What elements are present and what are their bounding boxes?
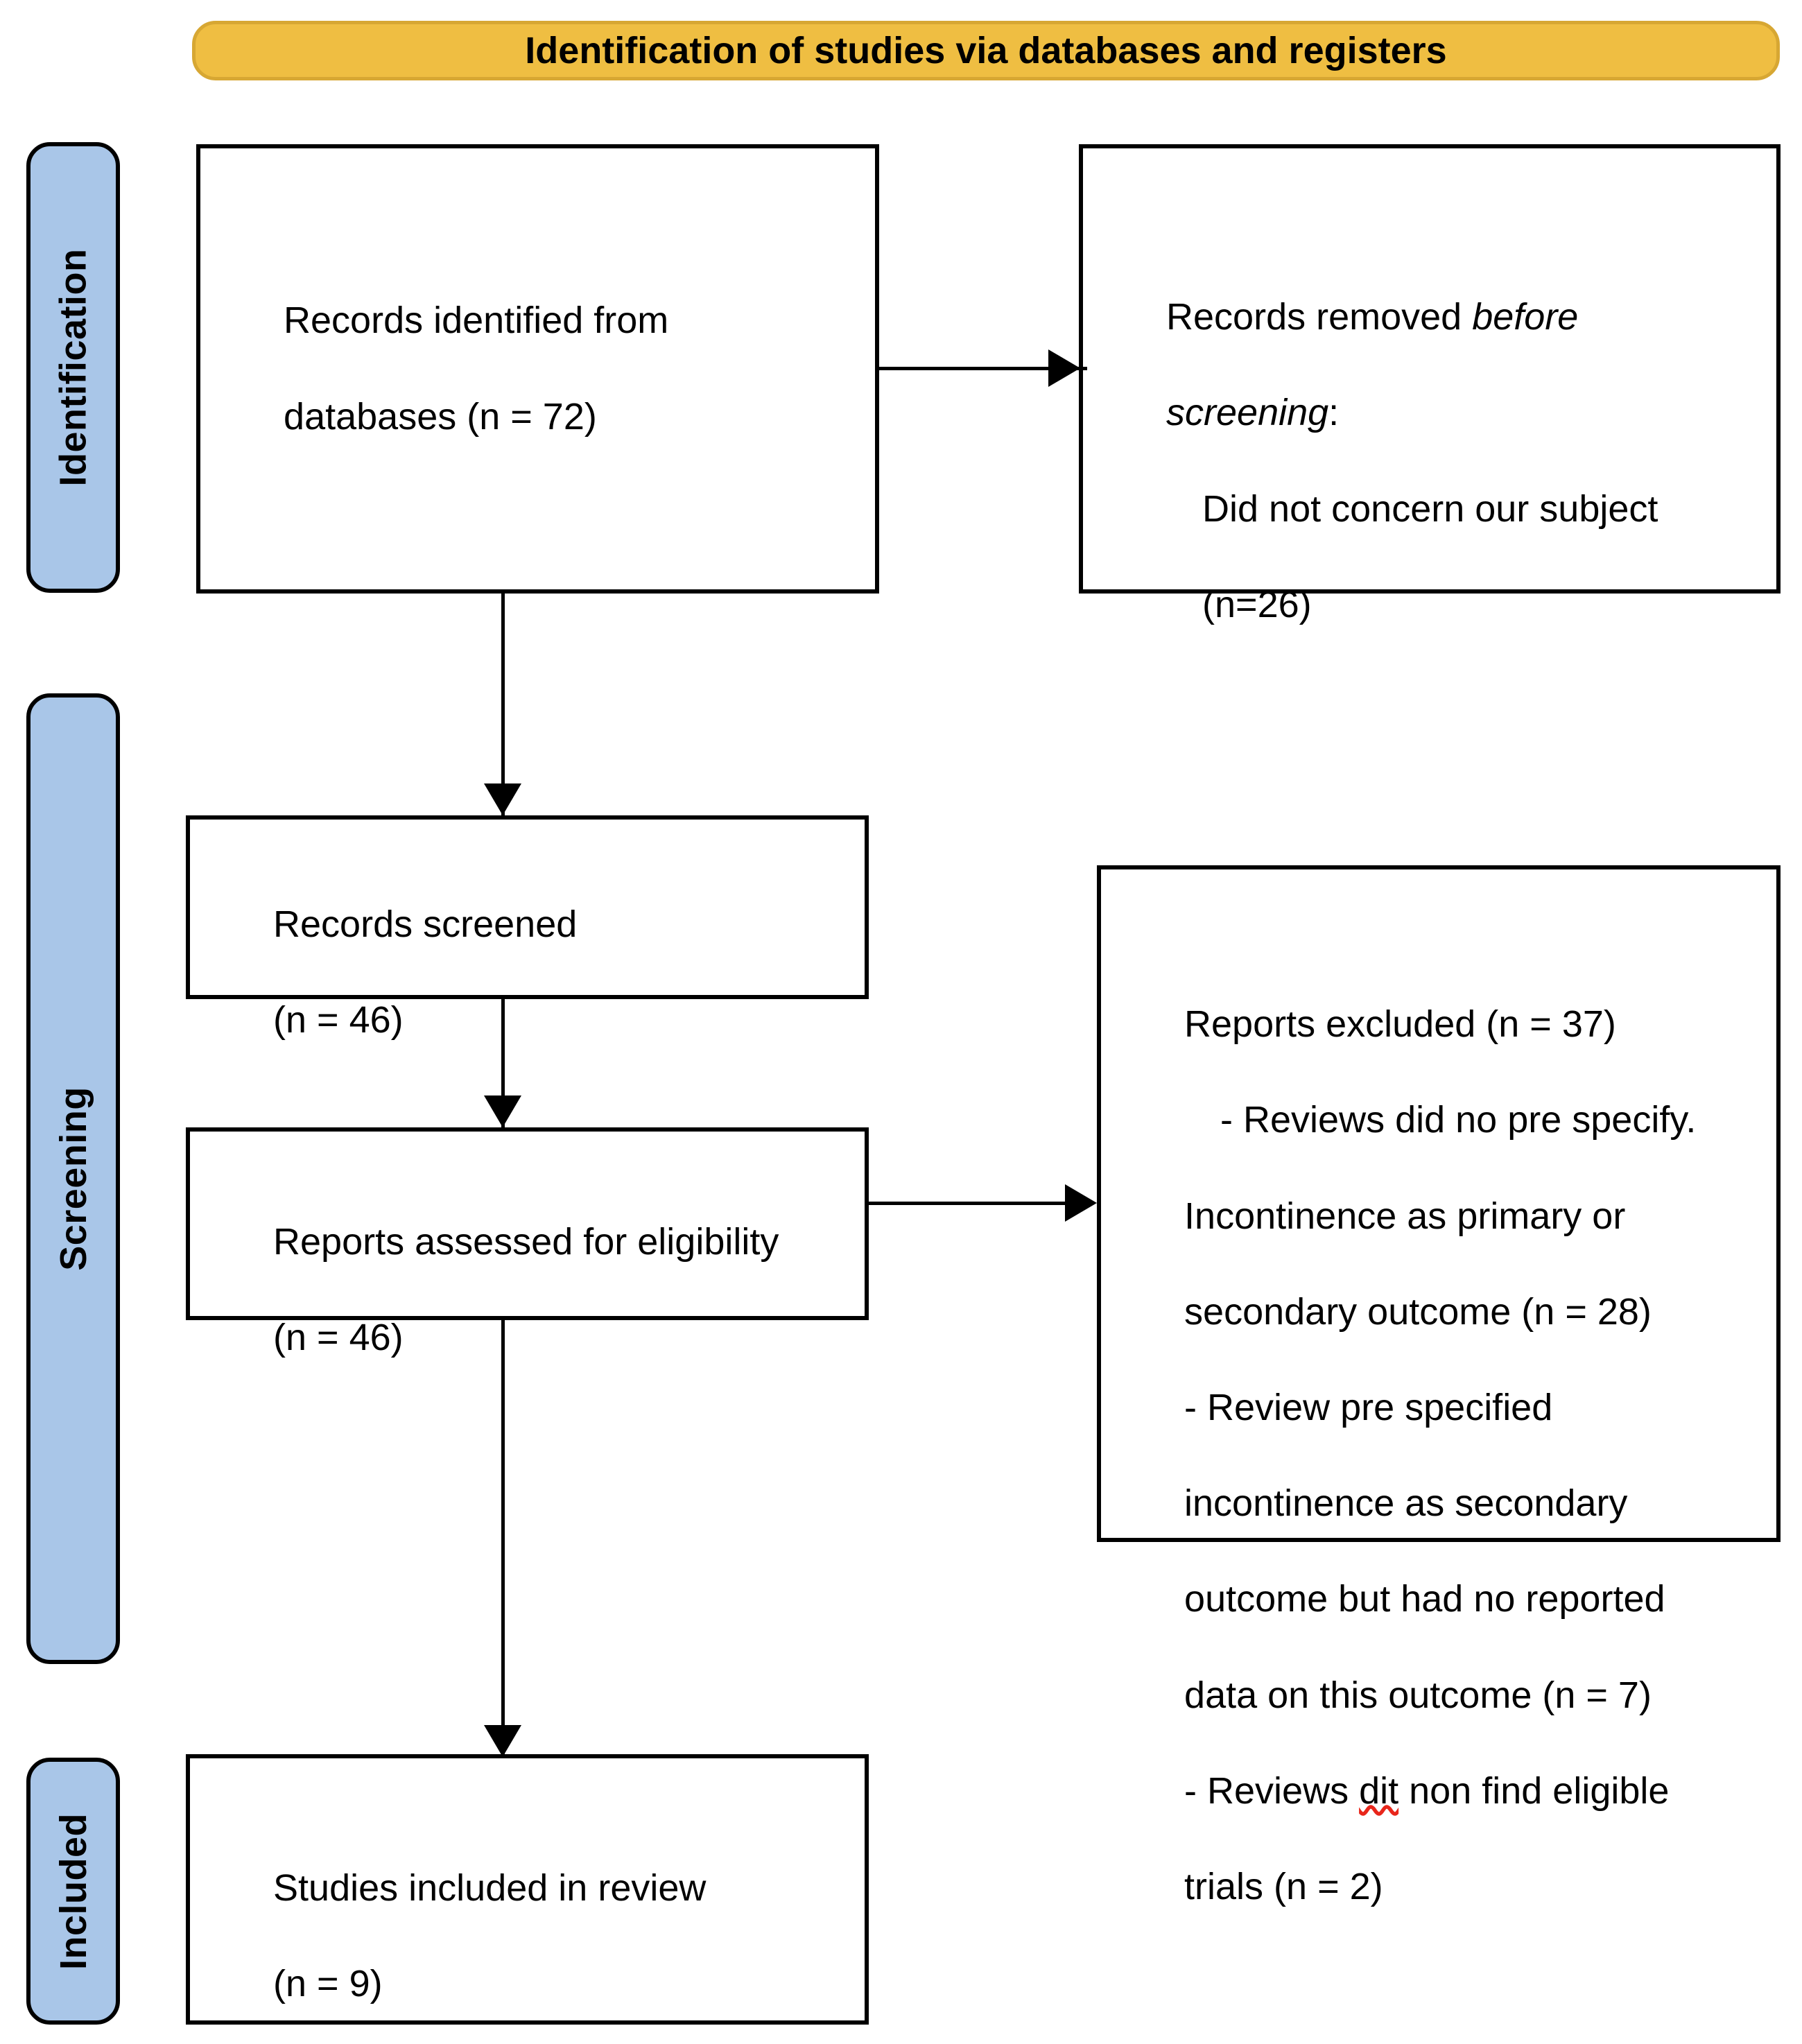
stage-tab-included: Included [26, 1758, 120, 2025]
reports-excluded-reason3-suffix: non find eligible [1398, 1769, 1670, 1812]
box-records-removed-text: Records removed before screening: Did no… [1083, 245, 1679, 677]
phase-banner-identification-databases: Identification of studies via databases … [192, 21, 1780, 80]
connector-assessed-to-excluded [869, 1202, 1077, 1205]
reports-excluded-reason2-line2: incontinence as secondary [1184, 1482, 1628, 1525]
records-identified-line1: Records identified from [284, 300, 669, 342]
box-studies-included: Studies included in review (n = 9) [186, 1754, 869, 2025]
records-screened-line1: Records screened [273, 903, 578, 946]
stage-tab-screening-label: Screening [52, 1086, 94, 1271]
arrow-identified-to-removed [1048, 349, 1080, 387]
connector-screened-to-assessed [501, 999, 505, 1127]
records-removed-italic-screening: screening [1166, 392, 1329, 434]
records-removed-italic-before: before [1472, 296, 1579, 338]
arrow-screened-to-assessed [484, 1095, 521, 1127]
reports-excluded-reason2-line4: data on this outcome (n = 7) [1184, 1674, 1652, 1716]
box-reports-excluded: Reports excluded (n = 37) - Reviews did … [1097, 865, 1781, 1907]
studies-included-line2: (n = 9) [273, 1963, 383, 2005]
reports-excluded-reason3-misspelled-word: dit [1359, 1769, 1399, 1812]
reports-excluded-reason2-line1: - Review pre specified [1184, 1386, 1553, 1428]
records-screened-line2: (n = 46) [273, 999, 404, 1041]
connector-assessed-to-included [501, 1320, 505, 1756]
box-records-screened-text: Records screened (n = 46) [190, 853, 598, 1093]
studies-included-line1: Studies included in review [273, 1867, 707, 1909]
reports-assessed-line2: (n = 46) [273, 1317, 404, 1359]
records-identified-line2: databases (n = 72) [284, 395, 597, 438]
records-removed-item-line1: Did not concern our subject [1202, 487, 1658, 530]
stage-tab-screening: Screening [26, 693, 120, 1664]
box-reports-assessed-text: Reports assessed for eligibility (n = 46… [190, 1170, 799, 1410]
reports-excluded-reason3-line2: trials (n = 2) [1184, 1866, 1383, 1908]
arrow-assessed-to-excluded [1065, 1184, 1097, 1222]
box-studies-included-text: Studies included in review (n = 9) [190, 1817, 727, 2044]
reports-excluded-reason1-line3: secondary outcome (n = 28) [1184, 1290, 1652, 1333]
box-records-screened: Records screened (n = 46) [186, 815, 869, 1041]
reports-assessed-line1: Reports assessed for eligibility [273, 1221, 779, 1263]
reports-excluded-reason1-line1: - Reviews did no pre specify. [1220, 1099, 1697, 1141]
stage-tab-identification-label: Identification [52, 248, 94, 487]
box-reports-excluded-text: Reports excluded (n = 37) - Reviews did … [1101, 953, 1717, 1959]
reports-excluded-reason3-prefix: - Reviews [1184, 1769, 1360, 1812]
reports-excluded-reason1-line2: Incontinence as primary or [1184, 1195, 1626, 1237]
records-removed-colon: : [1328, 392, 1340, 434]
stage-tab-identification: Identification [26, 142, 120, 593]
records-removed-item-line2: (n=26) [1202, 583, 1312, 625]
arrow-assessed-to-included [484, 1725, 521, 1757]
box-reports-assessed: Reports assessed for eligibility (n = 46… [186, 1127, 869, 1358]
connector-identified-to-removed [879, 367, 1087, 370]
connector-identified-to-screened [501, 594, 505, 815]
reports-excluded-heading: Reports excluded (n = 37) [1184, 1003, 1616, 1046]
box-records-identified-text: Records identified from databases (n = 7… [200, 249, 689, 489]
records-removed-lead: Records removed [1166, 296, 1473, 338]
box-records-identified: Records identified from databases (n = 7… [196, 144, 879, 594]
stage-tab-included-label: Included [52, 1812, 94, 1970]
phase-banner-title: Identification of studies via databases … [525, 30, 1447, 71]
reports-excluded-reason2-line3: outcome but had no reported [1184, 1578, 1665, 1620]
box-records-removed-before-screening: Records removed before screening: Did no… [1079, 144, 1781, 625]
arrow-identified-to-screened [484, 783, 521, 815]
